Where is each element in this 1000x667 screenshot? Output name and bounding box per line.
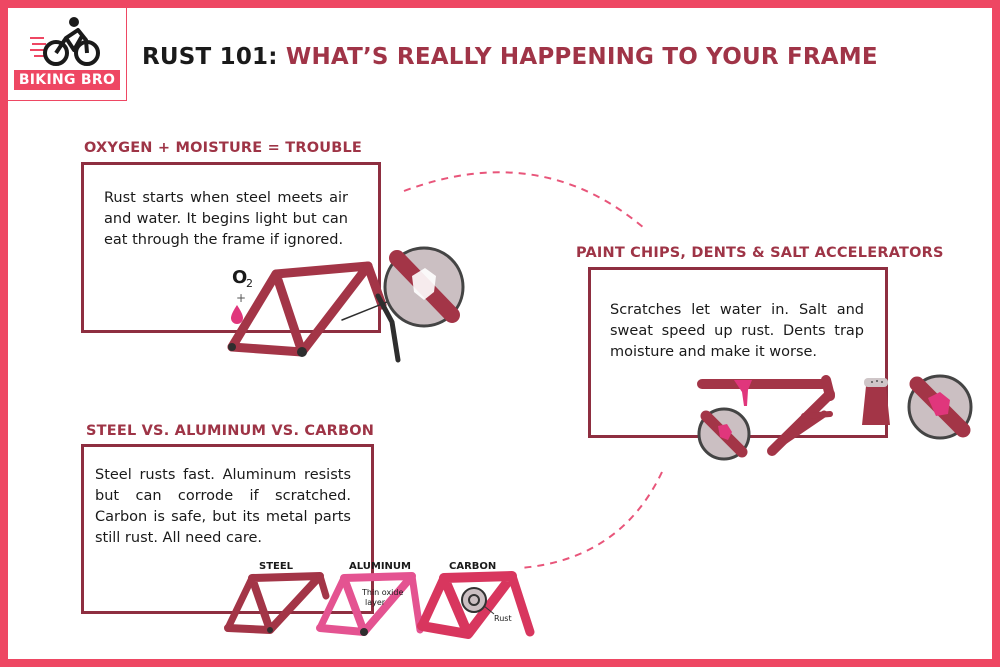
rust-magnifier-carbon xyxy=(461,587,487,613)
water-drop-icon xyxy=(231,305,243,324)
panel-text-oxygen: Rust starts when steel meets air and wat… xyxy=(104,190,348,248)
rust-magnifier-oxygen xyxy=(383,246,465,328)
brand-name: BIKING BRO xyxy=(14,70,120,90)
carbon-label: CARBON xyxy=(449,561,496,572)
rust-magnifier-paint-large xyxy=(907,374,973,440)
frame-aluminum xyxy=(316,572,424,636)
panel-paint xyxy=(588,267,888,438)
title-lead: RUST 101: xyxy=(142,44,278,70)
plus-sign: + xyxy=(236,291,246,305)
frame-illustration-oxygen xyxy=(227,261,403,363)
rust-leader-line xyxy=(483,605,495,615)
o2-subscript: 2 xyxy=(246,277,253,290)
oxide-label-line2: layer xyxy=(365,598,386,607)
panel-text-materials: Steel rusts fast. Aluminum resists but c… xyxy=(95,467,351,546)
panel-text-paint: Scratches let water in. Salt and sweat s… xyxy=(610,302,864,360)
salt-shaker-icon xyxy=(862,378,890,425)
cyclist-icon xyxy=(30,17,100,66)
oxide-label-line1: Thin oxide xyxy=(361,588,403,597)
frame-steel xyxy=(224,572,330,634)
panel-oxygen xyxy=(81,162,381,333)
connector-top xyxy=(403,171,645,229)
rust-magnifier-paint-small xyxy=(697,407,751,461)
page-title: RUST 101: WHAT’S REALLY HAPPENING TO YOU… xyxy=(142,44,878,70)
steel-label: STEEL xyxy=(259,561,294,572)
section-title-paint: PAINT CHIPS, DENTS & SALT ACCELERATORS xyxy=(576,245,944,261)
connector-bottom xyxy=(519,471,663,569)
rust-label: Rust xyxy=(494,614,512,623)
frame-carbon xyxy=(417,571,535,639)
section-title-oxygen: OXYGEN + MOISTURE = TROUBLE xyxy=(84,140,363,156)
section-title-materials: STEEL VS. ALUMINUM VS. CARBON xyxy=(86,423,375,439)
aluminum-label: ALUMINUM xyxy=(349,561,411,572)
frame-illustration-paint xyxy=(697,375,835,456)
title-rest: WHAT’S REALLY HAPPENING TO YOUR FRAME xyxy=(285,44,878,70)
o2-label: O xyxy=(232,267,247,288)
brand-logo[interactable]: BIKING BRO xyxy=(7,7,127,101)
